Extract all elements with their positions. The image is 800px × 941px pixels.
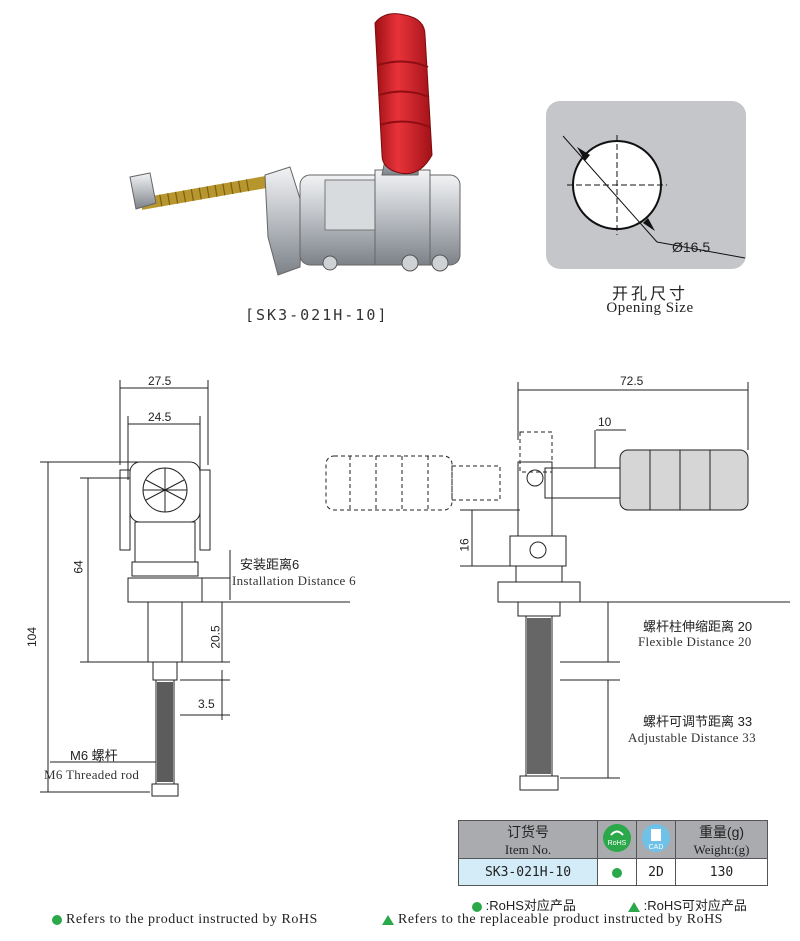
rod-label-zh: M6 螺杆: [70, 748, 118, 763]
header-weight-en: Weight:(g): [693, 841, 750, 857]
legend-replaceable: :RoHS可对应产品: [628, 895, 747, 914]
adjustable-distance-zh: 螺杆可调节距离 33: [643, 714, 753, 729]
opening-diameter: Ø16.5: [672, 239, 711, 255]
table-row: SK3-021H-10 2D 130: [458, 858, 768, 886]
front-height-64: 64: [71, 560, 86, 574]
header-weight: 重量(g) Weight:(g): [675, 820, 768, 859]
front-dim-3-5: 3.5: [198, 697, 215, 711]
front-width-24-5: 24.5: [148, 410, 172, 424]
order-table-header: 订货号 Item No. RoHS CAD 重量(g) Weight:(g): [458, 820, 768, 859]
opening-title-en: Opening Size: [606, 300, 694, 316]
legend-rohs: :RoHS对应产品: [472, 895, 576, 914]
rod-label-en: M6 Threaded rod: [44, 767, 140, 782]
footer-replaceable-text: Refers to the replaceable product instru…: [398, 912, 723, 927]
product-photo: [129, 13, 461, 276]
rohs-dot-icon: [612, 868, 622, 879]
cad-value: 2D: [636, 858, 676, 886]
footer-replaceable: Refers to the replaceable product instru…: [382, 912, 723, 928]
green-triangle-icon: [382, 914, 394, 925]
order-table: 订货号 Item No. RoHS CAD 重量(g) Weight:(g) S…: [458, 820, 768, 886]
footer-rohs-text: Refers to the product instructed by RoHS: [66, 912, 318, 927]
side-dim-10: 10: [598, 415, 612, 429]
header-item: 订货号 Item No.: [458, 820, 598, 859]
cad-icon: CAD: [642, 824, 670, 852]
rohs-badge-text: RoHS: [608, 840, 627, 847]
legend-rohs-text: :RoHS对应产品: [485, 898, 576, 913]
opening-size-panel: [546, 101, 746, 269]
front-height-104: 104: [25, 626, 40, 648]
cad-badge-text: CAD: [649, 844, 664, 851]
flexible-distance-zh: 螺杆柱伸缩距离 20: [643, 619, 753, 634]
side-width-72-5: 72.5: [620, 374, 644, 388]
header-weight-zh: 重量(g): [698, 823, 745, 840]
side-view-drawing: [325, 382, 790, 791]
green-triangle-icon: [628, 901, 640, 912]
install-distance-zh: 安装距离6: [240, 557, 300, 572]
header-item-zh: 订货号: [507, 823, 549, 840]
item-number: SK3-021H-10: [458, 858, 598, 886]
rohs-icon: RoHS: [603, 824, 631, 852]
flexible-distance-en: Flexible Distance 20: [638, 634, 752, 649]
side-dim-16: 16: [457, 538, 472, 552]
install-distance-en: Installation Distance 6: [232, 573, 356, 588]
green-dot-icon: [52, 914, 62, 925]
opening-title-zh: 开孔尺寸: [611, 286, 688, 303]
header-item-en: Item No.: [504, 841, 552, 857]
header-rohs: RoHS: [597, 820, 637, 859]
footer-rohs: Refers to the product instructed by RoHS: [52, 912, 318, 928]
front-dim-20-5: 20.5: [208, 625, 223, 649]
front-view-drawing: [40, 380, 350, 797]
legend-replaceable-text: :RoHS可对应产品: [643, 898, 747, 913]
weight-value: 130: [675, 858, 768, 886]
adjustable-distance-en: Adjustable Distance 33: [628, 730, 756, 745]
header-cad: CAD: [636, 820, 676, 859]
rohs-cell: [597, 858, 637, 886]
model-caption: [SK3-021H-10]: [245, 306, 389, 324]
green-dot-icon: [472, 901, 482, 912]
front-width-27-5: 27.5: [148, 374, 172, 388]
